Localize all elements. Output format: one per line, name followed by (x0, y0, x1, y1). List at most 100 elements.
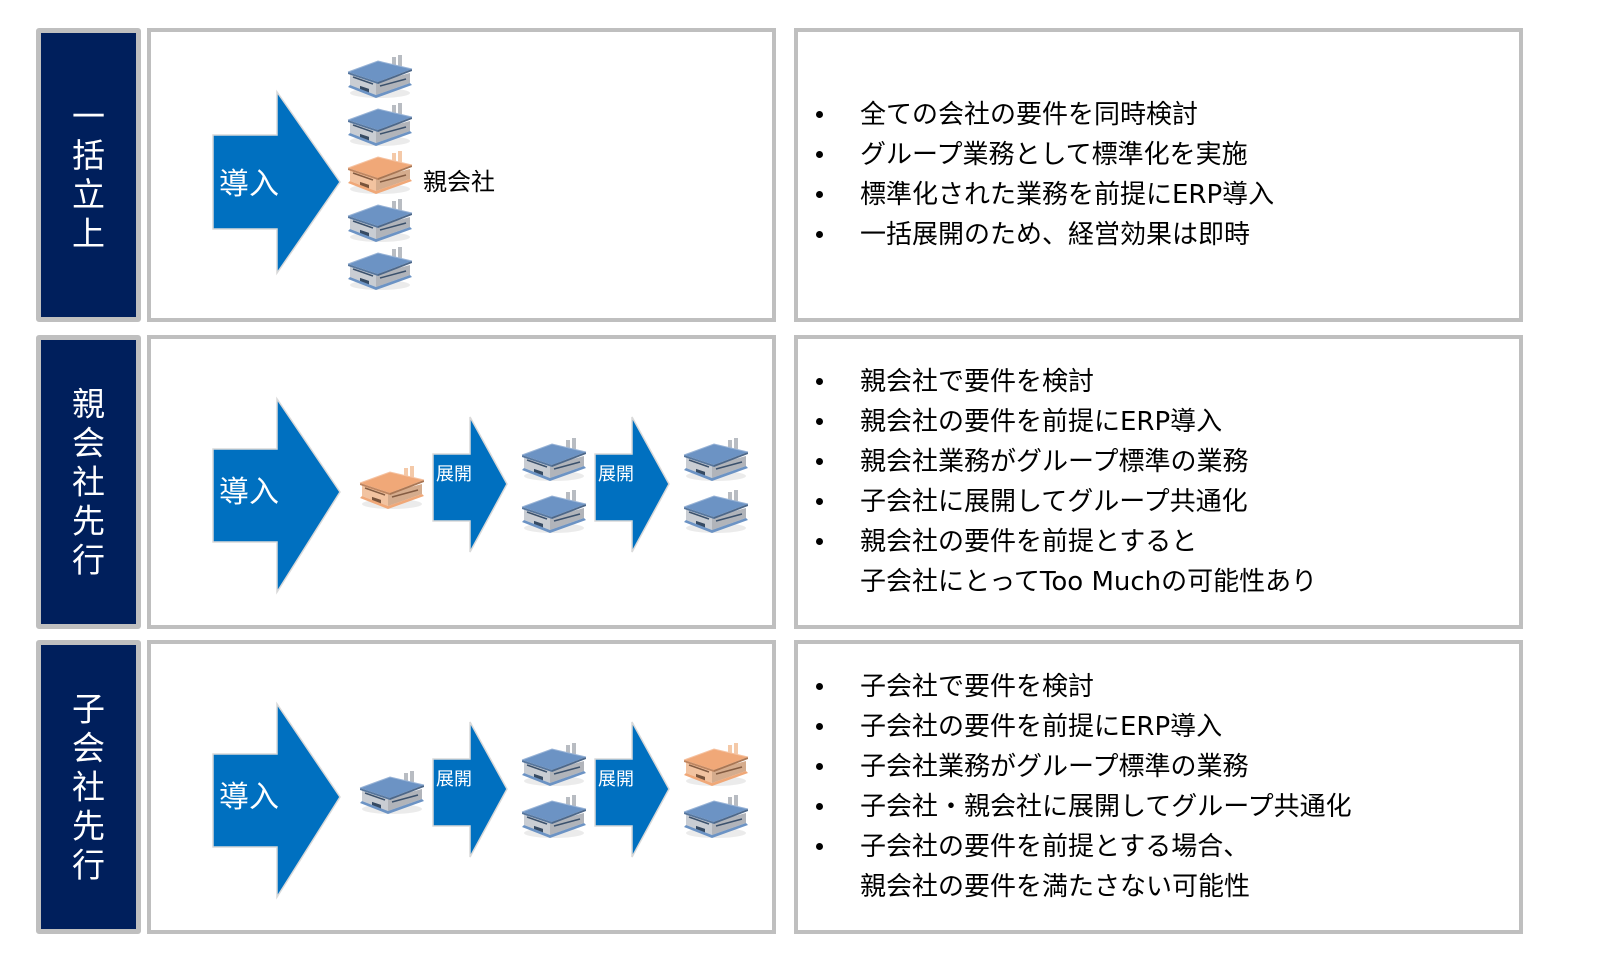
row-label-bulk: 一 括 立 上 (36, 28, 141, 322)
bullet-text: 親会社で要件を検討 (860, 367, 1095, 397)
arrow-shape (594, 721, 670, 858)
row-parent-first: 親 会 社 先 行 導入 展開 展開 親会社で要 (0, 335, 1620, 629)
arrow-label: 導入 (219, 167, 279, 202)
factory-group (359, 771, 425, 814)
label-char: 社 (72, 462, 105, 502)
subsidiary-factory-icon (521, 795, 587, 838)
bullet-dot (816, 498, 823, 505)
bullet-dot (816, 803, 823, 810)
bullet-text: 親会社の要件を前提とすると (860, 527, 1198, 557)
arrow-label: 導入 (219, 780, 279, 815)
diagram-bulk: 導入 親会社 (212, 55, 495, 290)
subsidiary-factory-icon (359, 771, 425, 814)
subsidiary-factory-icon (347, 103, 413, 146)
bullet-dot (816, 763, 823, 770)
bullet-dot (816, 378, 823, 385)
bullet-text: 親会社の要件を前提にERP導入 (860, 407, 1223, 437)
bullet-dot (816, 418, 823, 425)
arrow-introduce: 導入 (212, 396, 341, 595)
factory-group (521, 438, 587, 533)
bullet-dot (816, 723, 823, 730)
bullet-item: 親会社の要件を前提にERP導入 (798, 402, 1519, 442)
factory-group (521, 743, 587, 838)
arrow-shape (594, 416, 670, 553)
description-box-parent-first: 親会社で要件を検討 親会社の要件を前提にERP導入 親会社業務がグループ標準の業… (794, 335, 1523, 629)
arrow-rollout-2: 展開 (594, 416, 670, 553)
bullet-list: 親会社で要件を検討 親会社の要件を前提にERP導入 親会社業務がグループ標準の業… (798, 362, 1519, 602)
arrow-label: 展開 (436, 464, 472, 485)
row-label-text: 一 括 立 上 (41, 97, 136, 253)
subsidiary-factory-icon (683, 490, 749, 533)
subsidiary-factory-icon (347, 247, 413, 290)
bullet-dot (816, 538, 823, 545)
subsidiary-factory-icon (347, 199, 413, 242)
subsidiary-factory-icon (521, 438, 587, 481)
bullet-item: 子会社に展開してグループ共通化 (798, 482, 1519, 522)
bullet-text: 親会社業務がグループ標準の業務 (860, 447, 1249, 477)
bullet-text: 子会社の要件を前提にERP導入 (860, 712, 1223, 742)
bullet-text: 子会社・親会社に展開してグループ共通化 (860, 792, 1352, 822)
arrow-rollout-2: 展開 (594, 721, 670, 858)
row-label-subsidiary-first: 子 会 社 先 行 (36, 640, 141, 934)
bullet-item: 標準化された業務を前提にERP導入 (798, 175, 1519, 215)
bullet-dot (816, 191, 823, 198)
bullet-text: 標準化された業務を前提にERP導入 (860, 180, 1275, 210)
arrow-label: 導入 (219, 475, 279, 510)
label-char: 会 (72, 423, 105, 463)
bullet-dot (816, 111, 823, 118)
label-char: 先 (72, 501, 105, 541)
label-char: 会 (72, 728, 105, 768)
bullet-item: 子会社の要件を前提とする場合、親会社の要件を満たさない可能性 (798, 827, 1519, 907)
row-bulk: 一 括 立 上 導入 親会社 全ての会社の要件を同時検討 グループ業務として標準… (0, 28, 1620, 322)
bullet-dot (816, 231, 823, 238)
description-box-bulk: 全ての会社の要件を同時検討 グループ業務として標準化を実施 標準化された業務を前… (794, 28, 1523, 322)
subsidiary-factory-icon (683, 795, 749, 838)
bullet-text: 子会社で要件を検討 (860, 672, 1095, 702)
subsidiary-factory-icon (521, 743, 587, 786)
label-char: 行 (72, 540, 105, 580)
diagram-parent-first: 導入 展開 展開 (212, 396, 749, 595)
bullet-item: 子会社・親会社に展開してグループ共通化 (798, 787, 1519, 827)
bullet-text: 一括展開のため、経営効果は即時 (860, 220, 1251, 250)
label-char: 括 (72, 136, 105, 175)
bullet-item: 全ての会社の要件を同時検討 (798, 95, 1519, 135)
bullet-item: 親会社業務がグループ標準の業務 (798, 442, 1519, 482)
bullet-text-continued: 親会社の要件を満たさない可能性 (860, 872, 1251, 902)
arrow-label: 展開 (598, 464, 634, 485)
arrow-label: 展開 (598, 769, 634, 790)
bullet-dot (816, 683, 823, 690)
row-subsidiary-first: 子 会 社 先 行 導入 展開 展開 子会社で要 (0, 640, 1620, 934)
subsidiary-factory-icon (521, 490, 587, 533)
bullet-text: グループ業務として標準化を実施 (860, 140, 1248, 170)
bullet-dot (816, 458, 823, 465)
label-char: 上 (72, 214, 105, 253)
bullet-item: 子会社の要件を前提にERP導入 (798, 707, 1519, 747)
label-char: 親 (72, 384, 105, 424)
bullet-item: グループ業務として標準化を実施 (798, 135, 1519, 175)
diagram-box-bulk: 導入 親会社 (147, 28, 776, 322)
bullet-item: 親会社の要件を前提とすると子会社にとってToo Muchの可能性あり (798, 522, 1519, 602)
arrow-rollout-1: 展開 (432, 721, 508, 858)
row-label-text: 親 会 社 先 行 (41, 385, 136, 580)
factory-group (359, 466, 425, 509)
diagram-subsidiary-first: 導入 展開 展開 (212, 701, 749, 900)
arrow-introduce: 導入 (212, 701, 341, 900)
subsidiary-factory-icon (683, 438, 749, 481)
bullet-item: 子会社業務がグループ標準の業務 (798, 747, 1519, 787)
bullet-item: 親会社で要件を検討 (798, 362, 1519, 402)
bullet-dot (816, 151, 823, 158)
bullet-item: 一括展開のため、経営効果は即時 (798, 215, 1519, 255)
row-label-text: 子 会 社 先 行 (41, 690, 136, 885)
arrow-shape (212, 89, 341, 276)
factory-group (347, 55, 413, 290)
parent-factory-icon (347, 151, 413, 194)
parent-company-label: 親会社 (423, 168, 495, 196)
bullet-text-continued: 子会社にとってToo Muchの可能性あり (860, 567, 1318, 597)
label-char: 社 (72, 767, 105, 807)
bullet-text: 子会社の要件を前提とする場合、 (860, 832, 1250, 862)
factory-group (683, 438, 749, 533)
row-label-parent-first: 親 会 社 先 行 (36, 335, 141, 629)
label-char: 行 (72, 845, 105, 885)
label-char: 立 (72, 175, 105, 214)
description-box-subsidiary-first: 子会社で要件を検討 子会社の要件を前提にERP導入 子会社業務がグループ標準の業… (794, 640, 1523, 934)
